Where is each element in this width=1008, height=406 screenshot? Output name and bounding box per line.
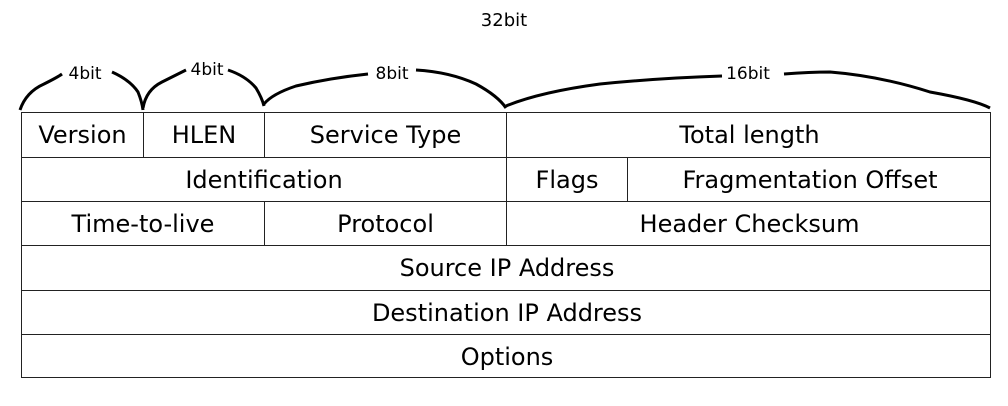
brace-total: [505, 74, 723, 108]
header-row-4: Source IP Address: [22, 246, 990, 291]
brace-label-version: 4bit: [66, 64, 104, 84]
brace-hlen: [141, 68, 187, 109]
brace-hlen-r: [227, 68, 266, 107]
field-time-to-live: Time-to-live: [22, 202, 265, 245]
field-fragmentation-offset: Fragmentation Offset: [682, 165, 938, 194]
field-header-checksum: Header Checksum: [639, 209, 860, 238]
brace-label-hlen: 4bit: [188, 60, 226, 80]
header-row-6: Options: [22, 335, 990, 378]
field-identification: Identification: [22, 158, 507, 201]
field-destination-ip: Destination IP Address: [371, 298, 643, 327]
header-row-3: Time-to-live Protocol Header Checksum: [22, 202, 990, 246]
field-service-type: Service Type: [265, 113, 507, 157]
brace-service: [262, 72, 369, 105]
brace-service-r: [415, 68, 508, 109]
brace-version-r: [111, 70, 145, 111]
header-row-1: Version HLEN Service Type Total length: [22, 113, 990, 158]
brace-version: [18, 72, 63, 111]
field-protocol: Protocol: [265, 202, 507, 245]
field-hlen: HLEN: [144, 113, 265, 157]
brace-label-service: 8bit: [373, 64, 411, 84]
field-total-length: Total length: [679, 121, 820, 149]
brace-total-r: [783, 70, 991, 110]
field-source-ip: Source IP Address: [399, 254, 615, 282]
header-row-2: Identification Flags Fragmentation Offse…: [22, 158, 990, 202]
field-options: Options: [460, 342, 554, 371]
header-row-5: Destination IP Address: [22, 291, 990, 335]
ip-header-diagram: Version HLEN Service Type Total length I…: [21, 112, 991, 378]
field-flags: Flags: [507, 158, 628, 201]
brace-label-total: 16bit: [724, 64, 772, 84]
diagram-title: 32bit: [480, 10, 528, 31]
field-version: Version: [22, 113, 144, 157]
